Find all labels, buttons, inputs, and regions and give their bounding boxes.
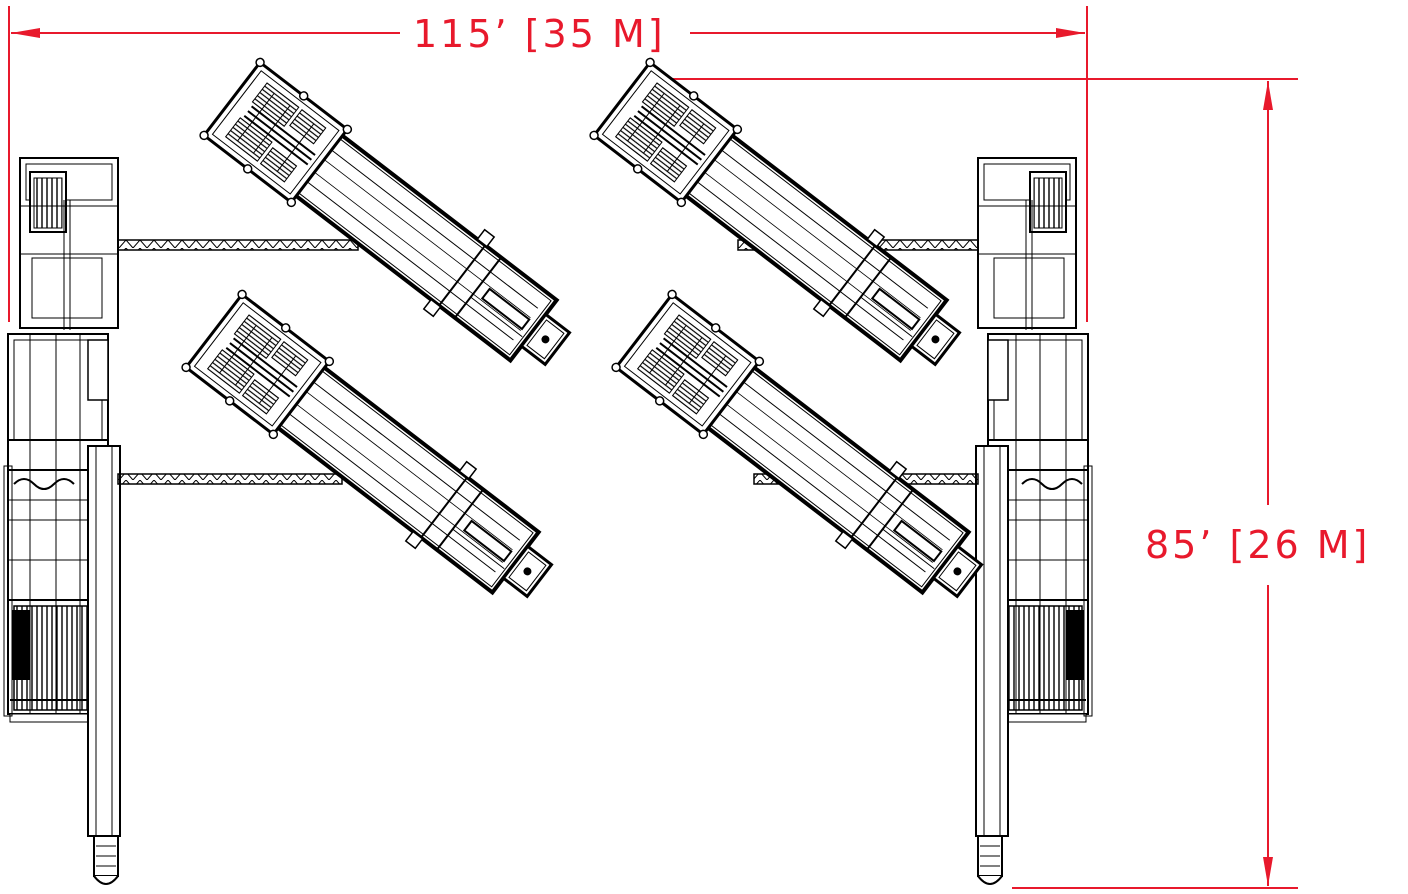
arrowhead-bottom [1263, 857, 1273, 886]
width-label: 115’ [35 M] [413, 12, 666, 56]
left-plant-chassis [3, 157, 121, 885]
left-catwalk-upper [117, 239, 359, 251]
arrowhead-left [11, 28, 40, 38]
width-dimension: 115’ [35 M] [8, 6, 1088, 322]
arrowhead-right [1056, 28, 1085, 38]
height-dimension: 85’ [26 M] [658, 78, 1370, 889]
arrowhead-top [1263, 81, 1273, 110]
left-catwalk-lower [117, 473, 343, 485]
right-plant-chassis [975, 157, 1093, 885]
height-label: 85’ [26 M] [1145, 523, 1370, 567]
left-plant [3, 54, 590, 885]
